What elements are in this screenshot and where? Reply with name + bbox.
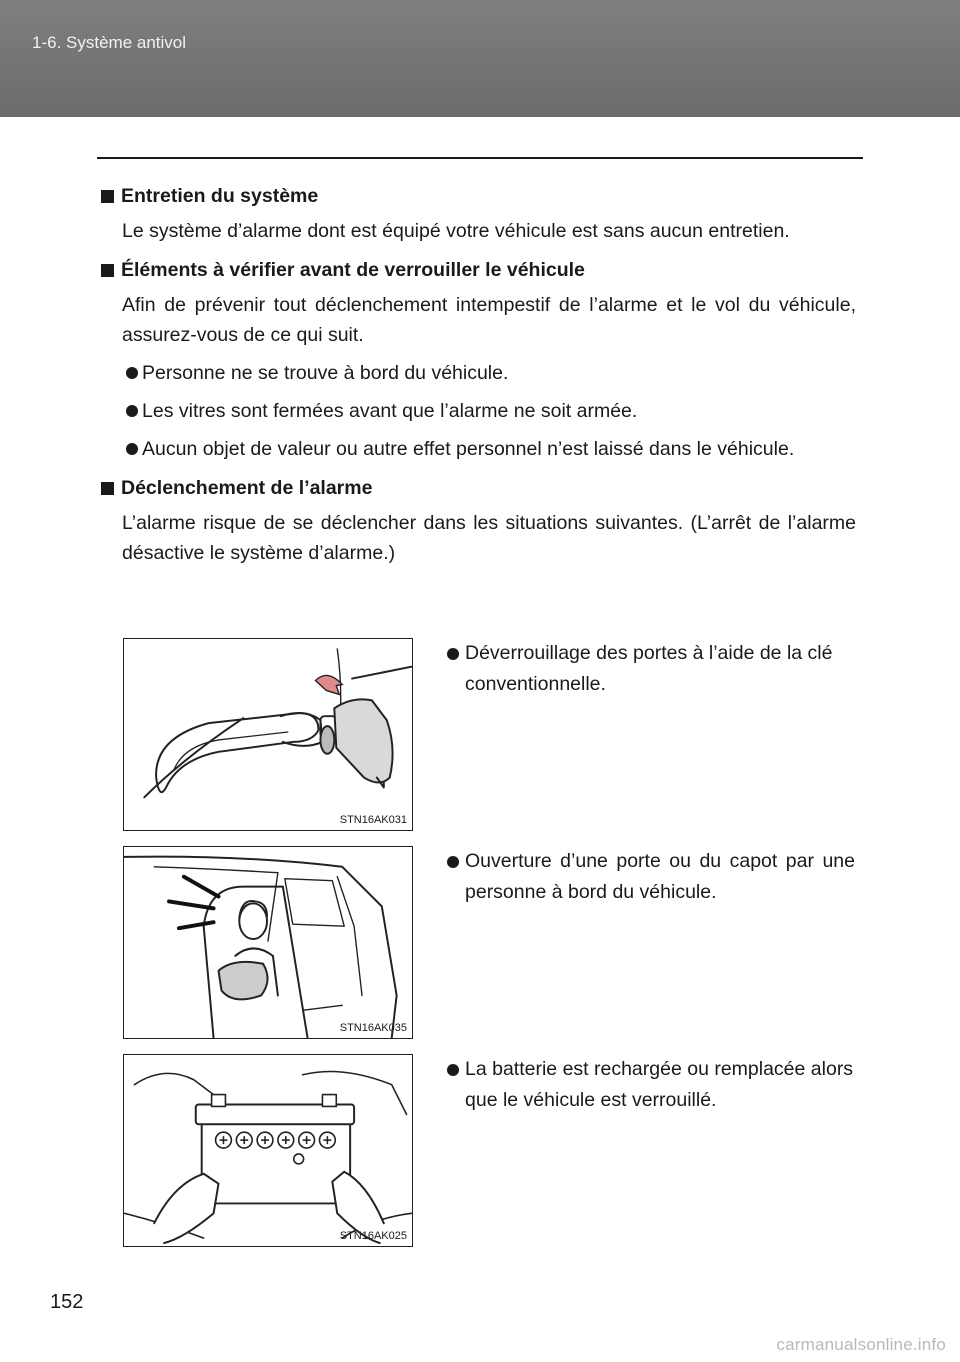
door-key-drawing [143, 648, 412, 799]
section-heading-checks: Éléments à vérifier avant de verrouiller… [101, 254, 856, 287]
page-number: 152 [50, 1291, 84, 1313]
figure-caption-text: Déverrouillage des portes à l’aide de la… [465, 642, 833, 695]
round-bullet-icon [447, 1064, 459, 1076]
section-title: Déclenchement de l’alarme [121, 477, 373, 499]
main-content: Entretien du système Le système d’alarme… [101, 180, 856, 576]
watermark: carmanualsonline.info [776, 1335, 946, 1354]
list-item-text: Les vitres sont fermées avant que l’alar… [142, 400, 638, 422]
section-paragraph: Le système d’alarme dont est équipé votr… [122, 220, 790, 242]
figure-caption: Déverrouillage des portes à l’aide de la… [447, 638, 855, 700]
list-item-text: Aucun objet de valeur ou autre effet per… [142, 438, 795, 460]
battery-drawing [124, 1070, 412, 1245]
list-item: Personne ne se trouve à bord du véhicule… [101, 358, 856, 388]
round-bullet-icon [126, 405, 138, 417]
figure-code: STN16AK031 [339, 814, 407, 826]
figure-caption-text: La batterie est rechargée ou remplacée a… [465, 1058, 854, 1111]
door-key-illustration: STN16AK031 [123, 638, 413, 831]
header-band: 1-6. Système antivol [0, 0, 960, 117]
round-bullet-icon [447, 648, 459, 660]
figure-code: STN16AK025 [339, 1230, 407, 1242]
section-title: Éléments à vérifier avant de verrouiller… [121, 259, 585, 281]
header-rule [97, 157, 863, 159]
section-title: Entretien du système [121, 185, 319, 207]
section-heading-maintenance: Entretien du système [101, 180, 856, 213]
list-item: Aucun objet de valeur ou autre effet per… [101, 434, 856, 464]
person-opening-door-illustration: STN16AK035 [123, 846, 413, 1039]
square-bullet-icon [101, 264, 114, 277]
round-bullet-icon [126, 443, 138, 455]
figure-caption: La batterie est rechargée ou remplacée a… [447, 1054, 855, 1116]
figure-code: STN16AK035 [339, 1022, 407, 1034]
round-bullet-icon [126, 367, 138, 379]
figure-caption: Ouverture d’une porte ou du capot par un… [447, 846, 855, 908]
section-heading-triggering: Déclenchement de l’alarme [101, 472, 856, 505]
section-paragraph: Afin de prévenir tout déclenchement inte… [122, 294, 856, 346]
section-label: 1-6. Système antivol [32, 33, 187, 52]
figure-caption-text: Ouverture d’une porte ou du capot par un… [465, 850, 855, 903]
battery-replacement-illustration: STN16AK025 [123, 1054, 413, 1247]
square-bullet-icon [101, 190, 114, 203]
section-paragraph: L’alarme risque de se déclencher dans le… [122, 512, 856, 564]
square-bullet-icon [101, 482, 114, 495]
person-door-drawing [124, 855, 398, 1038]
list-item: Les vitres sont fermées avant que l’alar… [101, 396, 856, 426]
round-bullet-icon [447, 856, 459, 868]
list-item-text: Personne ne se trouve à bord du véhicule… [142, 362, 509, 384]
